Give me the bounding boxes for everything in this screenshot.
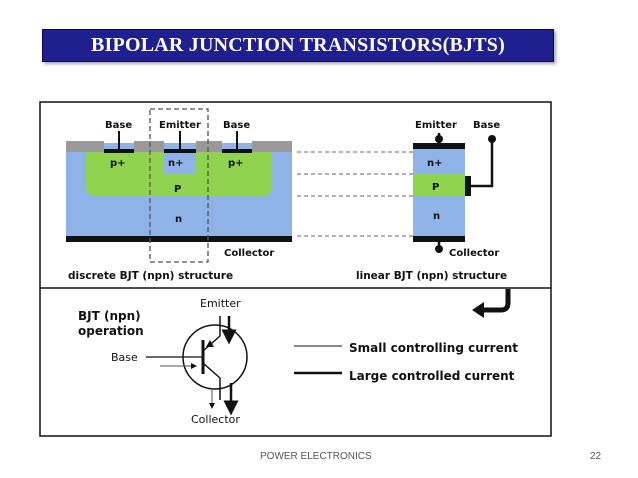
p-plus-right-region <box>222 152 252 174</box>
operation-heading-line2: operation <box>78 324 144 338</box>
linear-emitter-label: Emitter <box>415 120 457 131</box>
n-plus-label: n+ <box>168 158 184 169</box>
linear-n-region <box>413 196 465 236</box>
collector-metal <box>66 236 292 242</box>
linear-collector-terminal <box>435 245 443 253</box>
legend-small-label: Small controlling current <box>349 341 518 355</box>
linear-base-lead <box>471 141 494 188</box>
layer-connectors <box>297 151 413 237</box>
linear-collector-metal <box>413 236 465 242</box>
linear-emitter-metal <box>413 143 465 149</box>
hook-arrow-icon <box>480 289 511 313</box>
linear-n-plus-region <box>413 149 465 174</box>
collector-branch <box>202 362 221 379</box>
slide-footer: POWER ELECTRONICS 22 <box>0 451 638 465</box>
oxide-mid-left <box>134 141 164 152</box>
oxide-right <box>252 141 292 152</box>
discrete-bjt-structure: Base Emitter Base p+ n+ p+ P n Collector… <box>66 108 292 282</box>
hook-arrowhead <box>472 302 484 318</box>
collector-label: Collector <box>224 248 274 259</box>
linear-p-label: P <box>432 182 439 193</box>
emitter-contact <box>164 149 196 153</box>
base-left-label: Base <box>105 120 132 131</box>
base-contact-left <box>104 149 134 153</box>
n-layer-label: n <box>175 214 182 225</box>
operation-collector-label: Collector <box>191 413 240 426</box>
emitter-cell-outline <box>149 108 209 263</box>
p-plus-left-label: p+ <box>110 158 126 169</box>
p-plus-right-label: p+ <box>228 158 244 169</box>
oxide-mid-right <box>196 141 222 152</box>
title-banner: BIPOLAR JUNCTION TRANSISTORS(BJTS) <box>42 29 554 62</box>
p-layer-label: P <box>174 184 181 195</box>
n-plus-region <box>164 152 196 174</box>
emitter-label: Emitter <box>159 120 201 131</box>
base-right-label: Base <box>223 120 250 131</box>
oxide-left <box>66 141 104 152</box>
emitter-arrow-icon <box>206 340 214 347</box>
base-contact-right <box>222 149 252 153</box>
linear-bjt-structure: Emitter Base n+ P n Collector linear BJT… <box>356 120 507 282</box>
linear-base-contact <box>465 176 471 196</box>
linear-base-terminal <box>488 135 496 143</box>
operation-emitter-label: Emitter <box>200 297 241 310</box>
linear-caption: linear BJT (npn) structure <box>356 270 507 282</box>
slide-title: BIPOLAR JUNCTION TRANSISTORS(BJTS) <box>91 34 505 56</box>
page-number: 22 <box>590 451 602 462</box>
linear-n-plus-label: n+ <box>427 158 443 169</box>
footer-text: POWER ELECTRONICS <box>260 451 372 462</box>
linear-base-label: Base <box>473 120 500 131</box>
linear-p-region <box>413 174 465 196</box>
linear-n-label: n <box>433 211 440 222</box>
linear-collector-label: Collector <box>449 248 499 259</box>
bjt-operation: BJT (npn) operation Emitter Base Collect… <box>78 297 518 426</box>
p-plus-left-region <box>104 152 134 174</box>
operation-heading-line1: BJT (npn) <box>78 309 141 323</box>
legend-large-label: Large controlled current <box>349 369 515 383</box>
linear-emitter-terminal <box>435 135 443 143</box>
discrete-caption: discrete BJT (npn) structure <box>68 270 233 282</box>
operation-base-label: Base <box>111 351 138 364</box>
